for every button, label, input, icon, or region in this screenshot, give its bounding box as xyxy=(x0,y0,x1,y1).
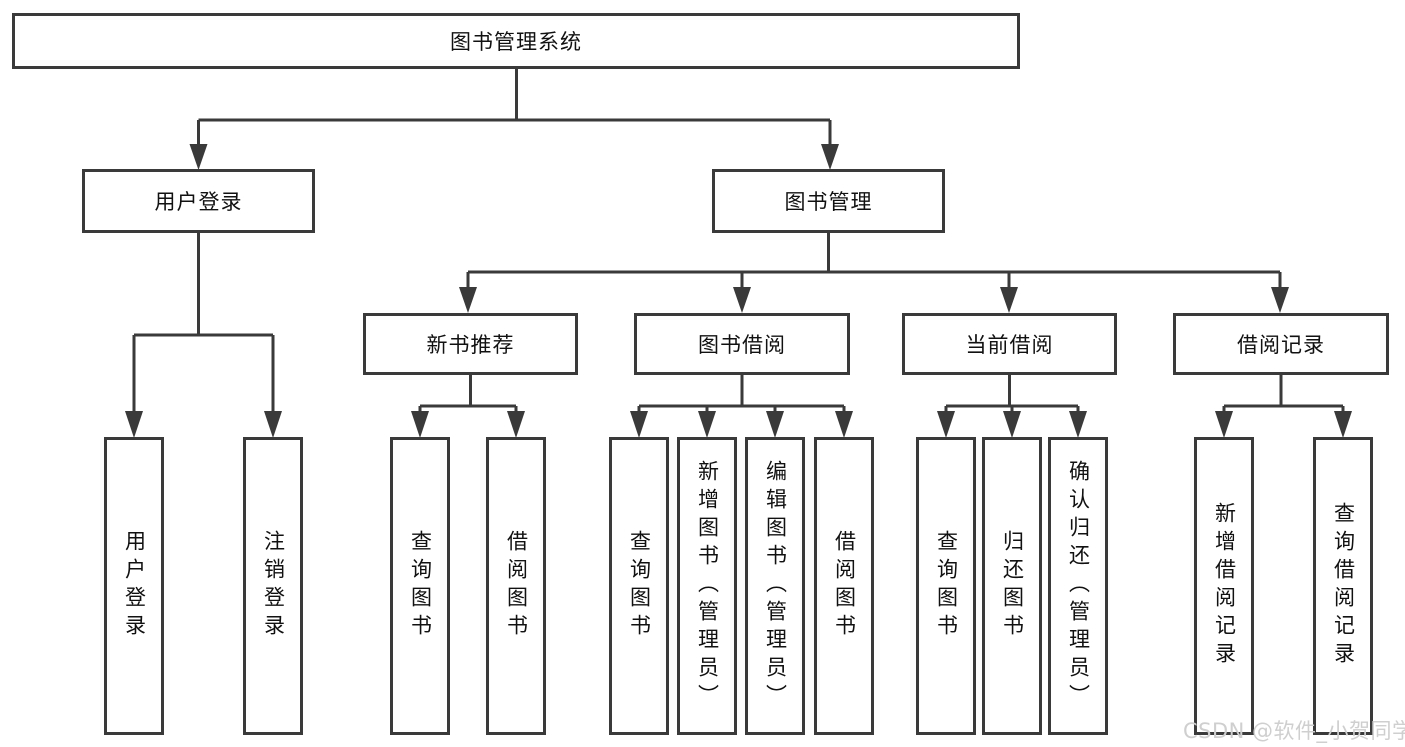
leaf-query-book-2: 查询图书 xyxy=(609,437,669,735)
connector-borrow-record xyxy=(1222,374,1345,412)
connector-root xyxy=(197,68,832,145)
node-current-borrow: 当前借阅 xyxy=(902,313,1117,375)
connector-user-login xyxy=(132,232,275,412)
leaf-add-borrow-record-label: 新增借阅记录 xyxy=(1212,502,1237,670)
node-new-book-recommend: 新书推荐 xyxy=(363,313,578,375)
node-new-book-recommend-label: 新书推荐 xyxy=(426,333,515,357)
leaf-add-borrow-record: 新增借阅记录 xyxy=(1194,437,1254,735)
leaf-query-borrow-record: 查询借阅记录 xyxy=(1313,437,1373,735)
leaf-user-login-label: 用户登录 xyxy=(122,530,147,642)
leaf-borrow-book-1: 借阅图书 xyxy=(486,437,546,735)
leaf-query-borrow-record-label: 查询借阅记录 xyxy=(1331,502,1356,670)
node-borrow-record-label: 借阅记录 xyxy=(1237,333,1325,357)
connector-book-mgmt xyxy=(466,232,1282,288)
leaf-edit-book-admin-label: 编辑图书（管理员） xyxy=(763,460,788,712)
leaf-query-book-3: 查询图书 xyxy=(916,437,976,735)
node-borrow-record: 借阅记录 xyxy=(1173,313,1389,375)
watermark: CSDN @软件_小贺同学 xyxy=(1183,719,1405,743)
node-root-label: 图书管理系统 xyxy=(450,30,582,54)
leaf-borrow-book-1-label: 借阅图书 xyxy=(504,530,529,642)
leaf-borrow-book-2: 借阅图书 xyxy=(814,437,874,735)
leaf-user-login: 用户登录 xyxy=(104,437,164,735)
connector-current-borrow xyxy=(944,374,1080,412)
leaf-query-book-1-label: 查询图书 xyxy=(408,530,433,642)
leaf-logout-label: 注销登录 xyxy=(261,530,286,642)
node-book-mgmt-label: 图书管理 xyxy=(784,190,873,214)
node-user-login: 用户登录 xyxy=(82,169,315,233)
node-root: 图书管理系统 xyxy=(12,13,1020,69)
leaf-logout: 注销登录 xyxy=(243,437,303,735)
leaf-query-book-1: 查询图书 xyxy=(390,437,450,735)
leaf-add-book-admin: 新增图书（管理员） xyxy=(677,437,737,735)
leaf-edit-book-admin: 编辑图书（管理员） xyxy=(745,437,805,735)
node-current-borrow-label: 当前借阅 xyxy=(965,333,1054,357)
leaf-return-book-label: 归还图书 xyxy=(1000,530,1025,642)
leaf-query-book-2-label: 查询图书 xyxy=(627,530,652,642)
leaf-borrow-book-2-label: 借阅图书 xyxy=(832,530,857,642)
node-book-mgmt: 图书管理 xyxy=(712,169,945,233)
leaf-add-book-admin-label: 新增图书（管理员） xyxy=(695,460,720,712)
leaf-query-book-3-label: 查询图书 xyxy=(934,530,959,642)
node-book-borrow-label: 图书借阅 xyxy=(698,333,786,357)
node-book-borrow: 图书借阅 xyxy=(634,313,850,375)
node-user-login-label: 用户登录 xyxy=(154,190,243,214)
leaf-return-book: 归还图书 xyxy=(982,437,1042,735)
leaf-confirm-return-admin-label: 确认归还（管理员） xyxy=(1066,460,1091,712)
connector-new-book xyxy=(418,374,518,412)
leaf-confirm-return-admin: 确认归还（管理员） xyxy=(1048,437,1108,735)
arrowheads xyxy=(125,144,1352,438)
connector-book-borrow xyxy=(637,374,846,412)
